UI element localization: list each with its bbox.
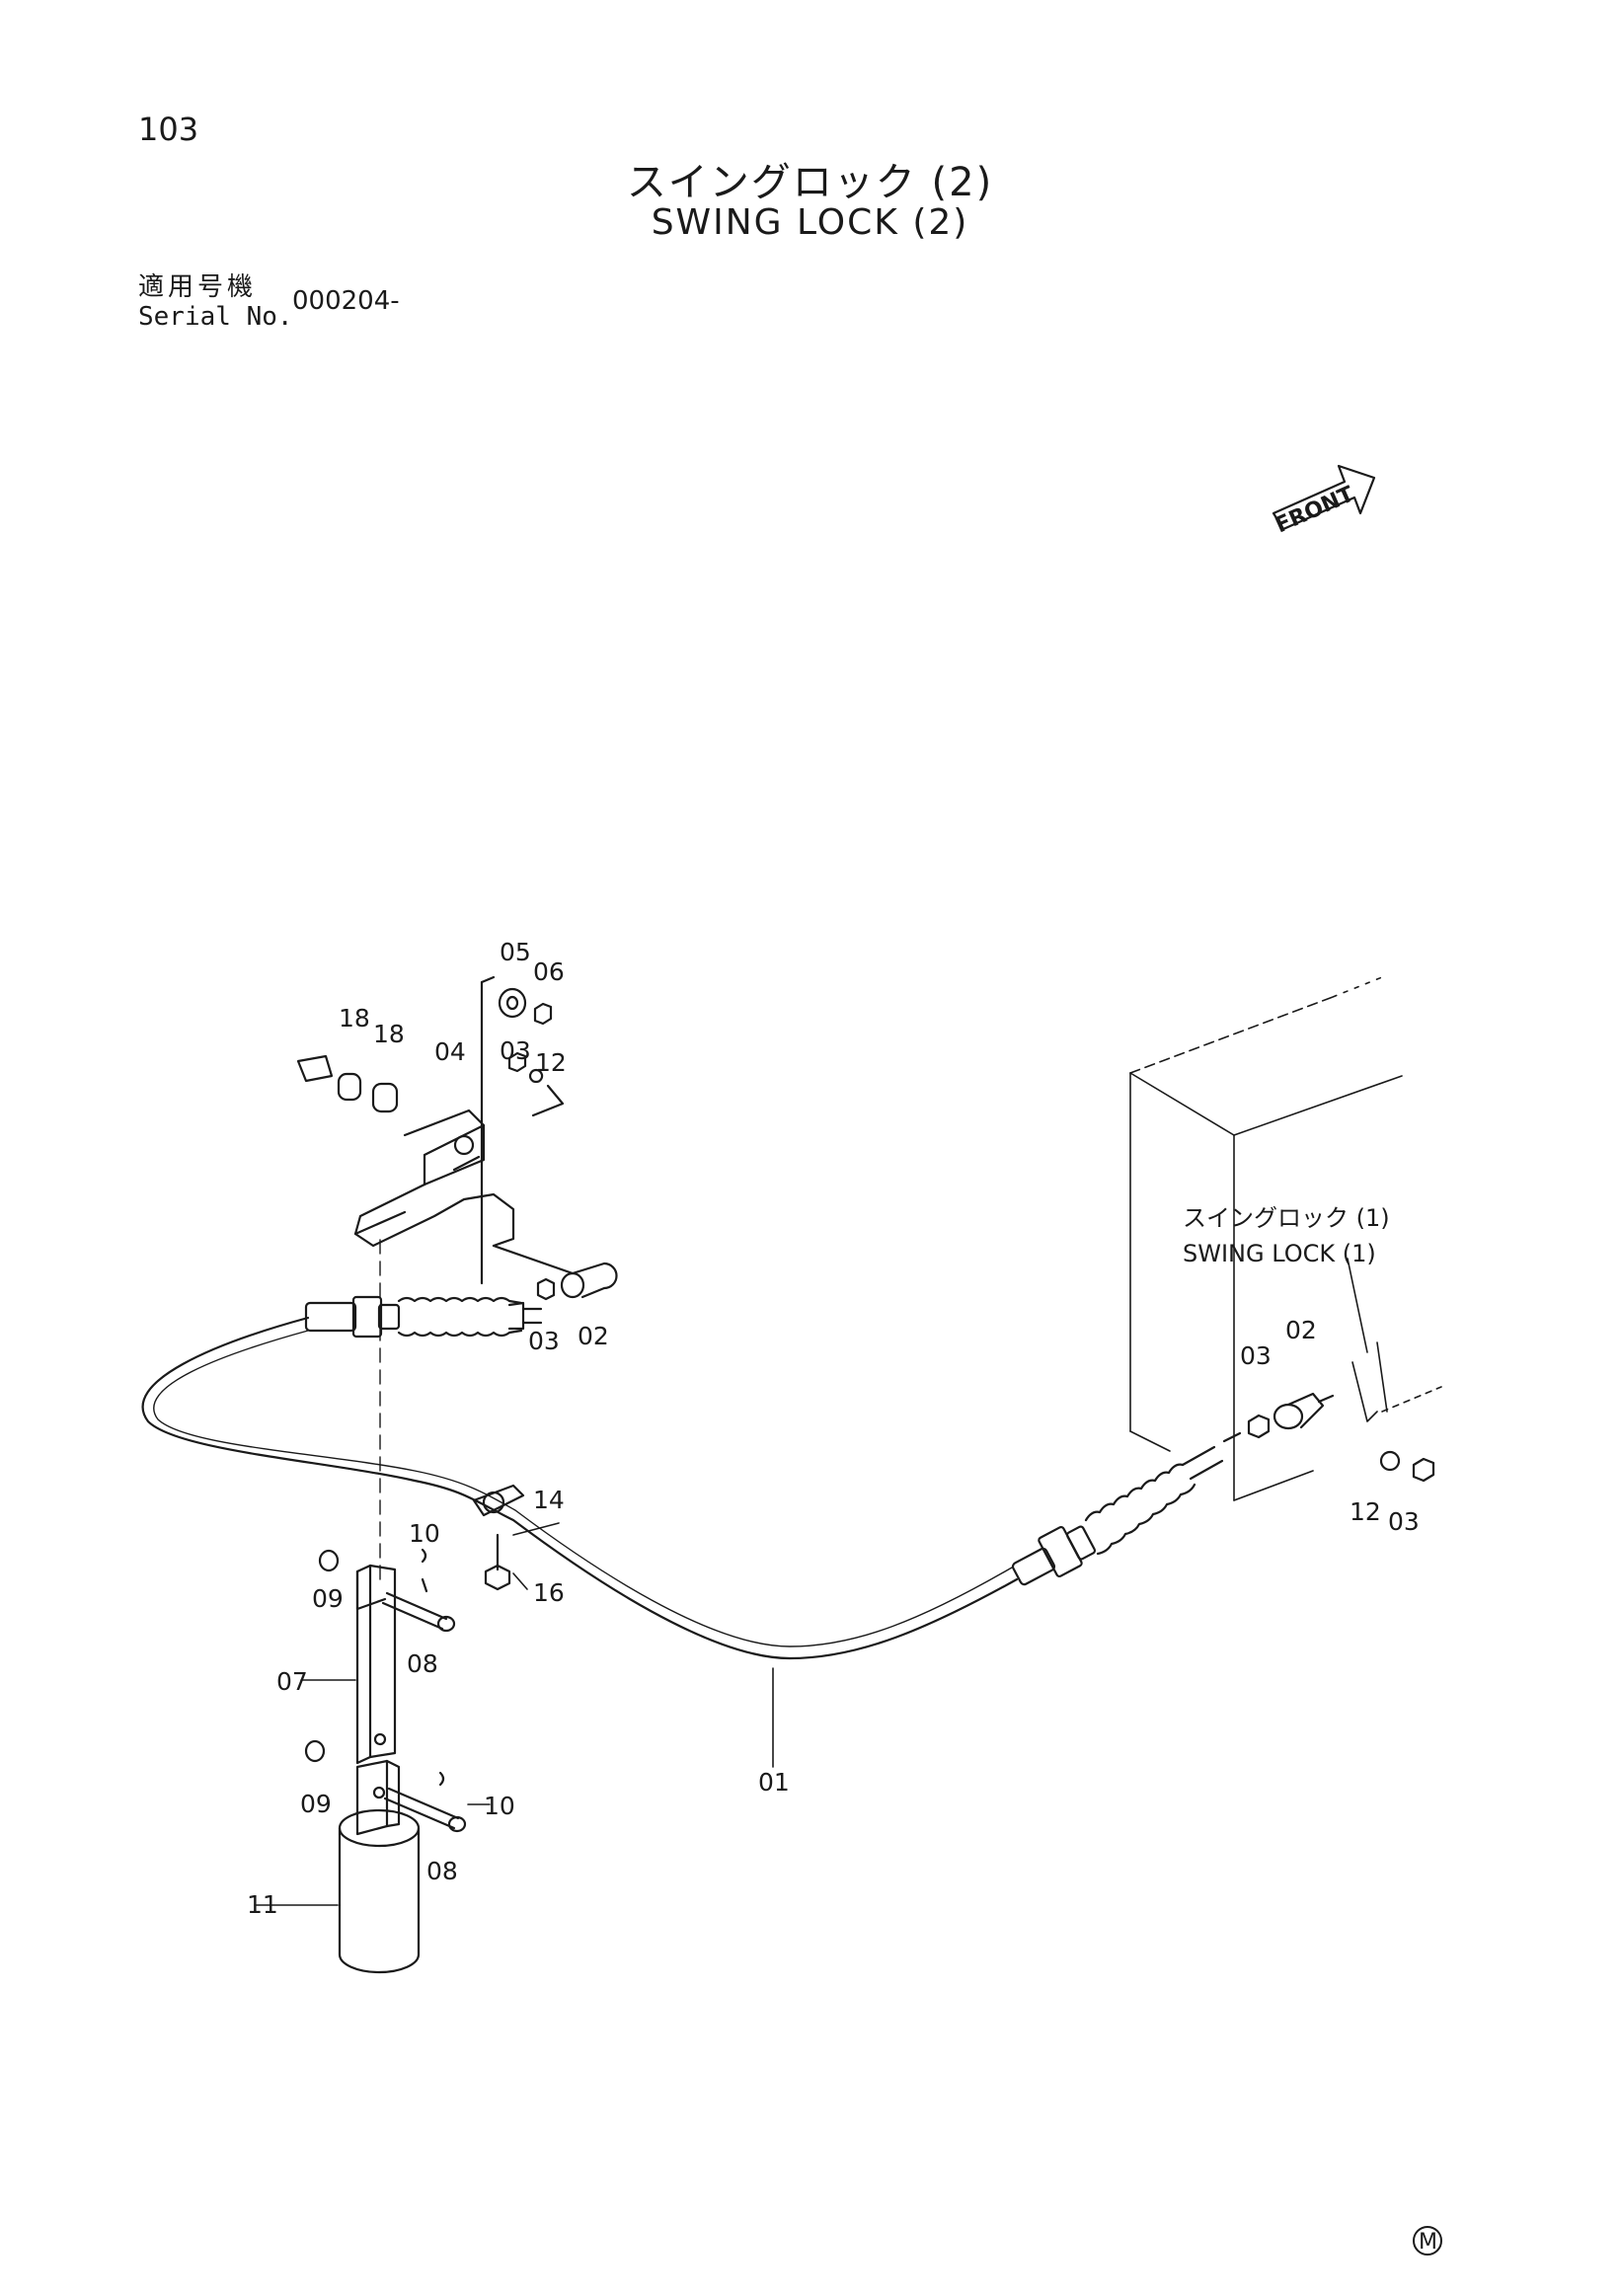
- serial-label-japanese: 適用号機: [138, 272, 258, 302]
- callout-14: 14: [533, 1486, 565, 1514]
- callout-08b: 08: [426, 1857, 458, 1885]
- cable-end-left: [304, 1295, 543, 1339]
- page-number: 103: [138, 111, 199, 148]
- callout-02a: 02: [578, 1322, 609, 1350]
- machine-block-outline: [1129, 976, 1442, 1501]
- callout-01: 01: [758, 1768, 790, 1797]
- callout-08a: 08: [407, 1649, 438, 1678]
- callout-07: 07: [276, 1667, 308, 1696]
- callout-11: 11: [247, 1890, 278, 1919]
- callout-10a: 10: [409, 1519, 440, 1548]
- callout-09a: 09: [312, 1584, 344, 1613]
- cable-clamp: [472, 1484, 525, 1591]
- page-title-japanese: スイングロック (2): [626, 160, 994, 205]
- callout-03c: 03: [1240, 1341, 1272, 1370]
- reference-leader: [1347, 1258, 1368, 1353]
- callout-03b: 03: [528, 1327, 560, 1355]
- leader-lines: [254, 1522, 774, 1906]
- bracket-hardware: [480, 975, 565, 1285]
- callout-16: 16: [533, 1578, 565, 1607]
- lock-cylinder: [338, 1759, 421, 1974]
- reference-note-japanese: スイングロック (1): [1183, 1204, 1390, 1232]
- right-fittings: [1247, 1392, 1435, 1483]
- reference-note-english: SWING LOCK (1): [1183, 1240, 1376, 1267]
- cable-end-right: [1011, 1431, 1242, 1586]
- callout-02b: 02: [1285, 1316, 1317, 1344]
- page-title-english: SWING LOCK (2): [651, 202, 969, 243]
- callout-09b: 09: [300, 1790, 332, 1818]
- callout-06: 06: [533, 957, 565, 986]
- callout-04: 04: [434, 1037, 466, 1066]
- serial-label-english: Serial No.: [138, 302, 293, 332]
- m-mark: M: [1419, 2230, 1437, 2255]
- pins-washers: [304, 1548, 467, 1833]
- callout-12a: 12: [535, 1048, 567, 1077]
- callout-12b: 12: [1350, 1497, 1381, 1526]
- m-mark-circle: [1413, 2226, 1442, 2256]
- front-arrow-icon: FRONT: [1272, 464, 1376, 538]
- front-label: FRONT: [1272, 482, 1357, 538]
- lever: [355, 1564, 397, 1765]
- callout-labels: 05 06 18 18 04 03 12 03 02 03 02 12 03 1…: [247, 938, 1420, 1919]
- callout-05: 05: [500, 938, 531, 966]
- left-rod-end: [536, 1262, 618, 1301]
- callout-03d: 03: [1388, 1507, 1420, 1536]
- callout-18a: 18: [339, 1004, 370, 1033]
- callout-18b: 18: [373, 1020, 405, 1048]
- callout-10b: 10: [484, 1792, 515, 1820]
- bracket-assembly: [296, 1054, 575, 1275]
- control-cable: [141, 1316, 1019, 1660]
- serial-value: 000204-: [292, 286, 400, 316]
- callout-03a: 03: [500, 1036, 531, 1065]
